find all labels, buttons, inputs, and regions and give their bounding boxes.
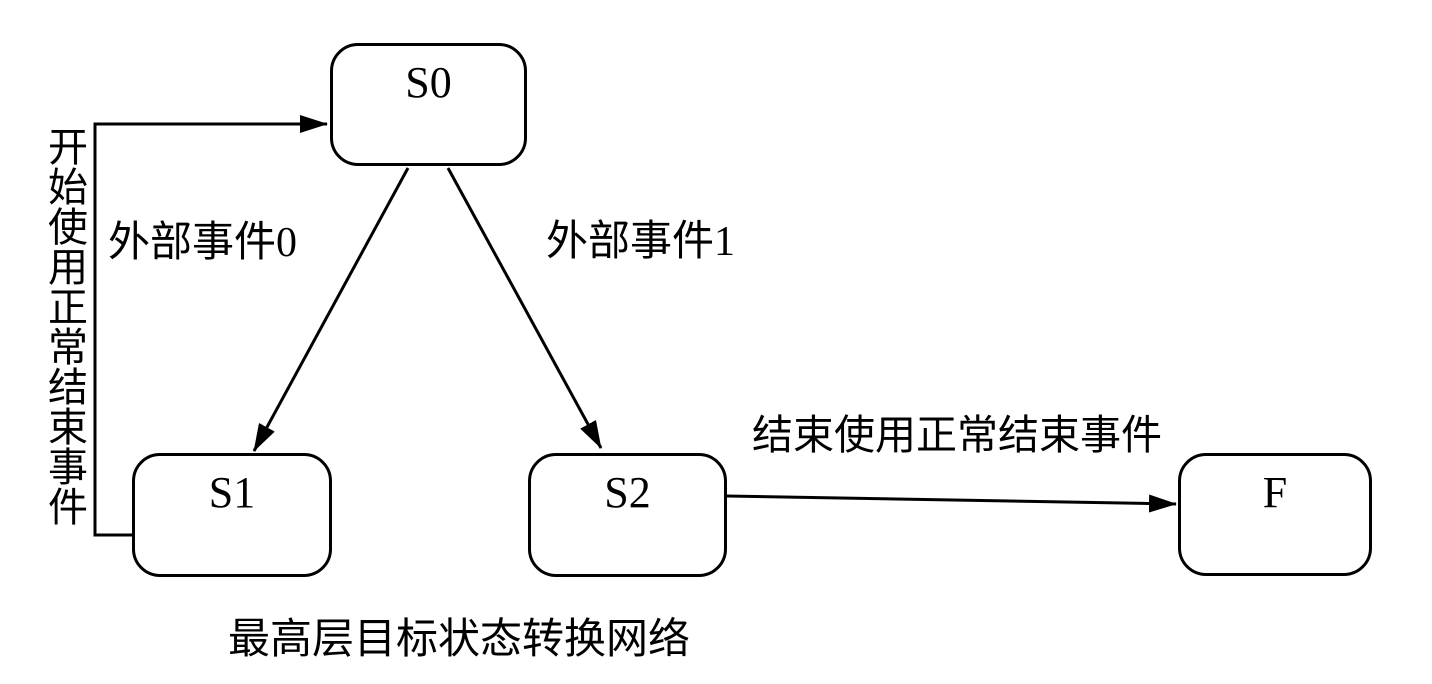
state-node-f: F (1178, 453, 1372, 576)
state-node-s2-label: S2 (604, 468, 651, 517)
edge-label-s0-to-s1: 外部事件0 (108, 220, 298, 266)
edge-label-s0-to-s2: 外部事件1 (546, 219, 736, 265)
edge-s0-to-s2-line (446, 167, 603, 449)
state-node-s0: S0 (330, 43, 527, 166)
edge-s2-to-f-line (726, 494, 1177, 513)
state-node-s1: S1 (132, 453, 332, 577)
state-node-s1-label: S1 (208, 468, 256, 517)
edge-label-s1-to-s0: 开始使用正常结束事件 (42, 126, 87, 526)
edge-s0-to-s1-line (252, 167, 410, 452)
state-node-f-label: F (1262, 468, 1288, 517)
state-node-s0-label: S0 (405, 58, 452, 107)
edge-s1-to-s0-line (93, 115, 328, 537)
diagram-caption: 最高层目标状态转换网络 (228, 617, 691, 663)
edge-label-s2-to-f: 结束使用正常结束事件 (752, 412, 1162, 458)
state-node-s2: S2 (528, 453, 727, 577)
